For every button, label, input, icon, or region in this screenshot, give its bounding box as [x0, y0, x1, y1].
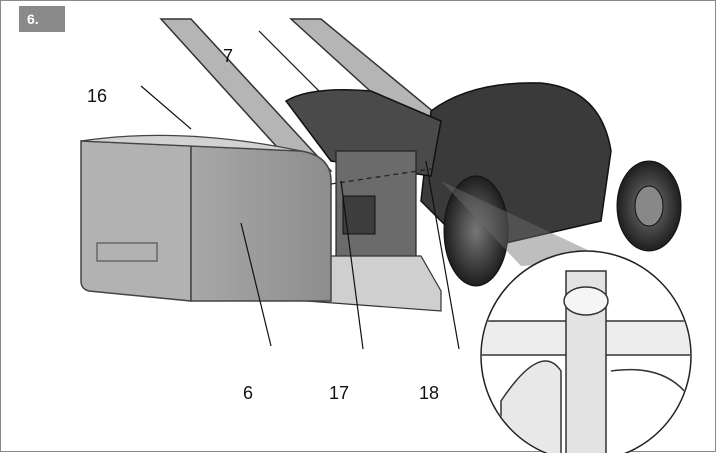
callout-6: 6 [243, 383, 254, 403]
wheels [443, 160, 682, 287]
callout-18: 18 [419, 383, 440, 403]
callout-17: 17 [329, 383, 350, 403]
grass-bag [80, 134, 332, 302]
figure-tag: 6. [19, 6, 65, 32]
detail-zoom [441, 181, 692, 453]
leader-lines [140, 30, 460, 350]
callout-16: 16 [87, 86, 108, 106]
callout-7: 7 [223, 46, 234, 66]
attach-dashed-line [330, 168, 432, 185]
